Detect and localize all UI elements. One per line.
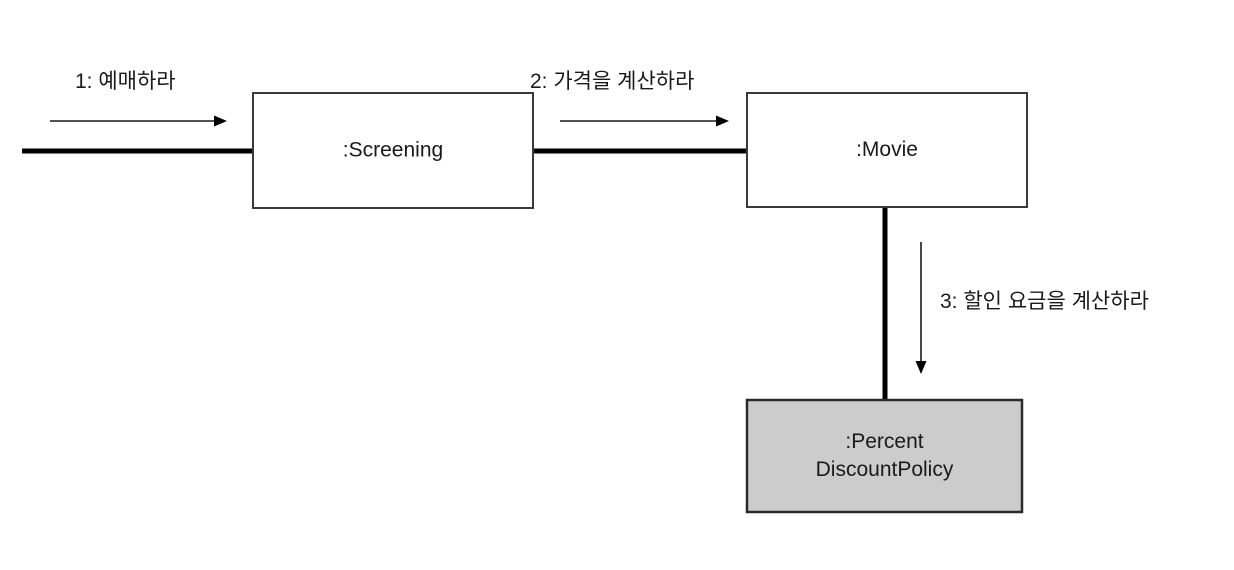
message-2-arrow-head [716,115,729,127]
object-movie[interactable]: :Movie [746,92,1028,208]
link-group [22,148,888,401]
message-2-label: 2: 가격을 계산하라 [530,70,694,93]
object-screening[interactable]: :Screening [252,92,534,209]
message-group: 1: 예매하라 2: 가격을 계산하라 3: 할인 요금을 계산하라 [50,70,1149,374]
message-2: 2: 가격을 계산하라 [530,70,729,127]
object-screening-label: :Screening [343,138,443,161]
object-screening-box[interactable] [252,92,534,209]
message-1-arrow-head [214,115,227,127]
message-3: 3: 할인 요금을 계산하라 [915,242,1149,374]
object-movie-box[interactable] [746,92,1028,208]
message-3-arrow-head [915,361,927,374]
message-1: 1: 예매하라 [50,70,227,127]
object-movie-label: :Movie [856,138,918,161]
message-3-label: 3: 할인 요금을 계산하라 [940,290,1149,313]
object-percent-discount-policy-box[interactable] [745,398,1024,514]
message-1-label: 1: 예매하라 [75,70,176,93]
